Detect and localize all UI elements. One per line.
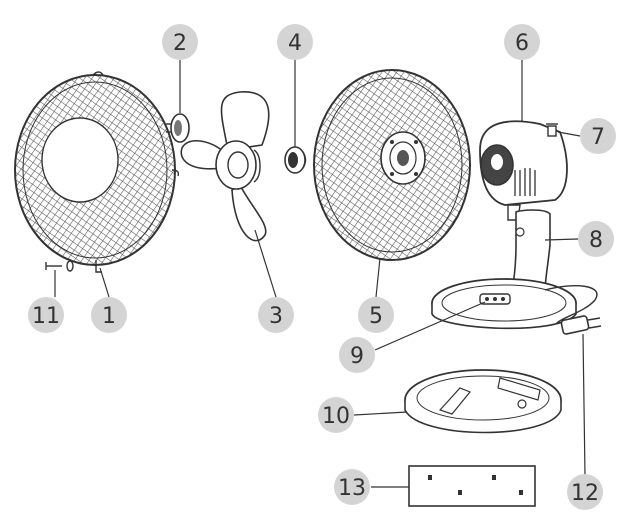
callout-label: 1 (102, 304, 116, 329)
callout-label: 5 (369, 304, 383, 329)
callout-label: 6 (515, 31, 529, 56)
callout-label: 9 (350, 344, 364, 369)
callout-label: 4 (288, 31, 302, 56)
base-cover-part (404, 369, 562, 434)
spinner-cap-part (166, 113, 190, 143)
motor-housing-part (479, 120, 568, 206)
callout-label: 3 (269, 304, 283, 329)
callout-label: 8 (589, 228, 603, 253)
callout-8: 8 (578, 221, 614, 257)
callout-label: 7 (591, 125, 605, 150)
callout-label: 13 (338, 476, 366, 501)
callout-9: 9 (339, 337, 375, 373)
power-cord-part (544, 285, 602, 335)
callout-3: 3 (258, 297, 294, 333)
oscillation-knob-part (546, 123, 558, 137)
callout-12: 12 (567, 474, 603, 510)
callout-5: 5 (358, 297, 394, 333)
callout-11: 11 (28, 297, 64, 333)
screw-part (45, 260, 74, 272)
callout-10: 10 (318, 397, 354, 433)
callout-1: 1 (91, 297, 127, 333)
feet-sheet-part (408, 465, 536, 507)
stand-column-part (507, 204, 551, 293)
rear-grille-part (14, 71, 180, 273)
callout-label: 11 (32, 304, 60, 329)
blade-nut-part (284, 146, 307, 174)
front-grille-part (313, 69, 471, 261)
callout-2: 2 (162, 24, 198, 60)
callout-label: 10 (322, 404, 350, 429)
leader-lines (54, 60, 586, 488)
callout-label: 2 (173, 31, 187, 56)
callout-7: 7 (580, 118, 616, 154)
callout-6: 6 (504, 24, 540, 60)
callout-label: 12 (571, 481, 599, 506)
fan-base-part (431, 278, 577, 330)
callout-13: 13 (334, 469, 370, 505)
callout-4: 4 (277, 24, 313, 60)
fan-blade-part (180, 91, 270, 242)
